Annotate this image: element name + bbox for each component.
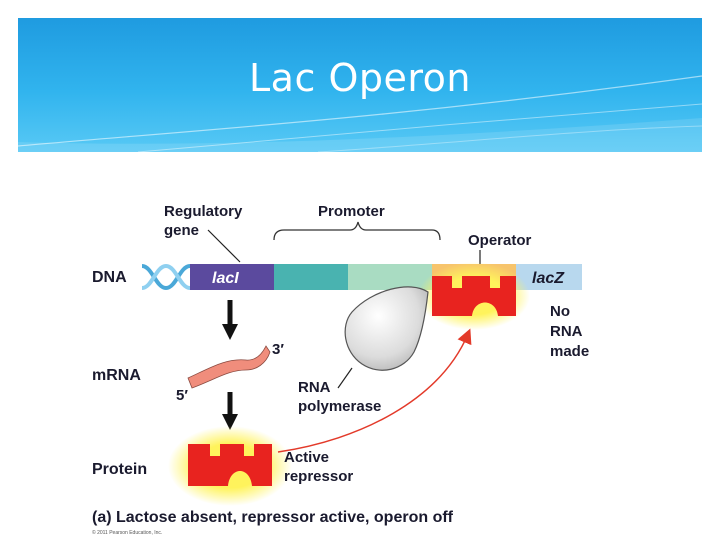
translation-arrow-head (222, 414, 238, 430)
mrna-strand (187, 345, 271, 389)
protein-label: Protein (92, 461, 147, 478)
rna-polymerase-label-line1: RNA (298, 379, 331, 396)
promoter-segment-dark (274, 264, 348, 290)
title-banner (18, 18, 702, 152)
active-repressor-label-line2: repressor (284, 468, 353, 485)
active-repressor-label-line1: Active (284, 449, 329, 466)
lacz-label: lacZ (532, 270, 565, 287)
regulatory-gene-label-line1: Regulatory (164, 203, 243, 220)
operator-label: Operator (468, 232, 532, 249)
dna-helix-icon (141, 263, 191, 291)
figure-caption: (a) Lactose absent, repressor active, op… (92, 509, 454, 526)
mrna-label: mRNA (92, 367, 141, 384)
promoter-label: Promoter (318, 203, 385, 220)
laci-label: lacI (212, 270, 239, 287)
rna-polymerase-shape (344, 286, 429, 371)
repressor-binding-arrow (277, 328, 472, 453)
rna-polymerase-pointer (337, 367, 353, 389)
laci-gene-segment (190, 264, 274, 290)
bound-repressor-shape (432, 276, 516, 316)
banner-swoosh-decoration (18, 75, 702, 152)
five-prime-label: 5′ (176, 387, 188, 404)
rna-polymerase-label-line2: polymerase (298, 398, 381, 415)
dna-label: DNA (92, 269, 127, 286)
free-repressor-shape (188, 444, 272, 486)
regulatory-gene-pointer (207, 229, 241, 263)
regulatory-gene-label-line2: gene (164, 222, 199, 239)
slide-title: Lac Operon (249, 56, 471, 100)
no-rna-label-line2: RNA (550, 323, 583, 340)
three-prime-label: 3′ (272, 341, 284, 358)
promoter-bracket (273, 221, 441, 241)
no-rna-label-line3: made (550, 343, 589, 360)
promoter-segment-light (348, 264, 432, 290)
copyright-notice: © 2011 Pearson Education, Inc. (92, 530, 163, 536)
no-rna-label-line1: No (550, 303, 570, 320)
transcription-arrow-head (222, 324, 238, 340)
